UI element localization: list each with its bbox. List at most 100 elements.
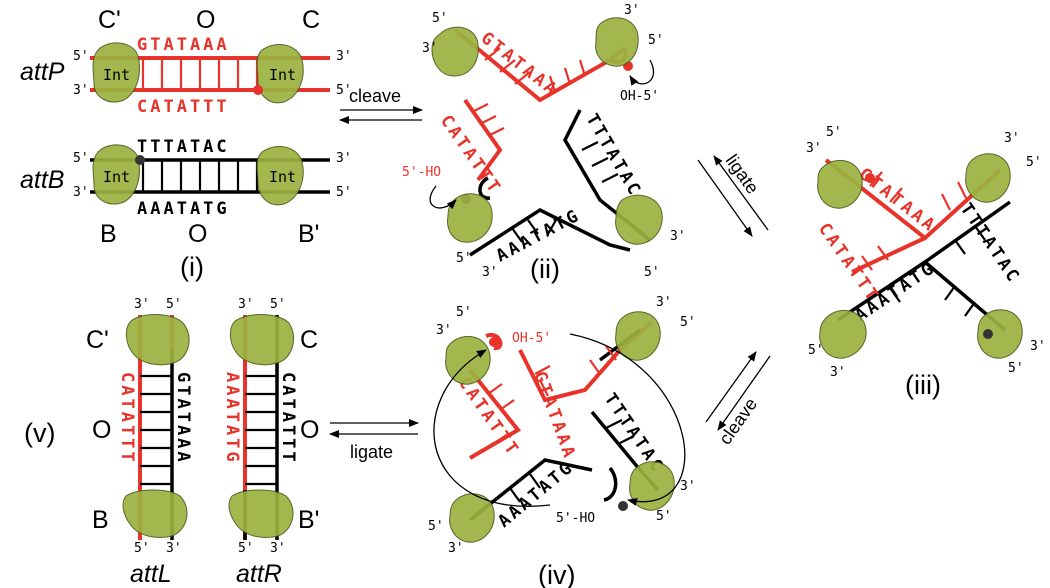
integrase-attp-left <box>92 42 140 103</box>
ii-end-1: 5' <box>432 11 448 26</box>
iv-end-4: 5' <box>680 315 696 330</box>
iv-end-5: 5' <box>428 519 444 534</box>
iii-end-5: 5' <box>808 343 824 358</box>
iv-end-7: 3' <box>680 479 696 494</box>
attr-end-top-right: 5' <box>270 297 286 312</box>
iii-black-seq-a: TTTATAC <box>956 200 1024 288</box>
step-label-cleave-right: cleave <box>715 394 761 448</box>
attl-right-sequence: GTATAAA <box>173 372 193 465</box>
step-ligate-bottom: ligate <box>329 419 419 462</box>
end-5-attb-bottom-right: 5' <box>336 185 352 200</box>
label-attr: attR <box>236 560 282 588</box>
ii-end-4: 5' <box>648 33 664 48</box>
ii-end-7: 5' <box>644 265 660 280</box>
attp-bottom-sequence: CATATTT <box>137 97 230 117</box>
panel-i: C' O C attP attB GTATAAA CATATTT 5' 3' 3… <box>20 6 352 282</box>
end-3-attp-bottom-left: 3' <box>73 83 89 98</box>
iii-end-2: 5' <box>826 125 842 140</box>
attl-end-bottom-left: 5' <box>134 541 150 556</box>
v-label-c-prime: C' <box>86 326 109 354</box>
label-c: C <box>302 6 320 34</box>
iii-end-8: 5' <box>1008 361 1024 376</box>
panel-v: (v) C' O B C O B' CATATTT GTATAAA 3' 5' … <box>24 297 319 588</box>
end-3-attb-top-right: 3' <box>336 151 352 166</box>
attp-duplex: GTATAAA CATATTT 5' 3' 3' 5' Int Int <box>73 35 352 117</box>
iii-end-6: 3' <box>830 365 846 380</box>
integrase-attp-right <box>256 44 304 104</box>
label-b: B <box>100 220 117 248</box>
end-5-attp-bottom-right: 5' <box>336 83 352 98</box>
integrase-label-attb-left: Int <box>103 168 130 186</box>
step-cleave-right: cleave <box>705 351 771 448</box>
panel-label-v: (v) <box>24 418 55 448</box>
attr-end-bottom-left: 5' <box>238 541 254 556</box>
phosphoserine-dot-attp <box>253 85 263 95</box>
step-label-cleave-top: cleave <box>349 86 401 106</box>
v-label-c: C <box>300 326 318 354</box>
ii-ho5: 5'-HO <box>402 165 441 180</box>
iii-end-3: 3' <box>1004 131 1020 146</box>
label-o-top: O <box>196 6 215 34</box>
v-label-o-left: O <box>92 416 111 444</box>
panel-ii: GTATAAA CATATTT TTTATAC AAATATG 5' 3' 3'… <box>402 3 686 284</box>
attl-duplex: CATATTT GTATAAA 3' 5' 5' 3' attL <box>117 297 193 588</box>
panel-iv: GTATAAA CATATTT TTTATAC AAATATG 3' 5' 3'… <box>428 295 696 588</box>
integrase-attb-left <box>92 144 140 205</box>
ii-end-5: 5' <box>456 251 472 266</box>
step-ligate-right: ligate <box>697 151 769 237</box>
ii-end-8: 3' <box>670 229 686 244</box>
panel-label-iii: (iii) <box>905 370 941 400</box>
attr-right-sequence: CATATTT <box>278 372 298 465</box>
ii-red-seq-a: GTATAAA <box>477 28 562 101</box>
iv-end-3: 3' <box>656 295 672 310</box>
ii-oh5: OH-5' <box>620 89 659 104</box>
attl-end-top-right: 5' <box>166 297 182 312</box>
label-attl: attL <box>130 560 172 588</box>
integrase-label-attb-right: Int <box>269 168 296 186</box>
panel-label-ii: (ii) <box>530 254 560 284</box>
integrase-label-attp-left: Int <box>103 66 130 84</box>
ii-end-3: 3' <box>624 3 640 18</box>
iv-red-seq-a: GTATAAA <box>529 369 579 463</box>
step-cleave-top: cleave <box>339 86 423 124</box>
v-label-o-right: O <box>300 416 319 444</box>
label-attb: attB <box>20 166 64 194</box>
attl-end-top-left: 3' <box>134 297 150 312</box>
label-b-prime: B' <box>298 220 319 248</box>
phosphoserine-dot-attb <box>135 155 145 165</box>
end-5-attp-top-left: 5' <box>73 49 89 64</box>
label-attp: attP <box>20 58 65 86</box>
iv-oh5: OH-5' <box>512 331 551 346</box>
end-5-attb-top-left: 5' <box>73 151 89 166</box>
ii-end-2: 3' <box>422 41 438 56</box>
v-label-b-prime: B' <box>298 506 319 534</box>
iii-end-7: 3' <box>1030 339 1046 354</box>
attr-left-sequence: AAATATG <box>222 372 242 465</box>
panel-label-i: (i) <box>180 252 204 282</box>
iv-end-8: 5' <box>656 509 672 524</box>
ii-end-6: 3' <box>482 265 498 280</box>
attb-bottom-sequence: AAATATG <box>137 199 230 219</box>
panel-iii: GTATAAA CATATTT TTTATAC AAATATG 3' 5' 3'… <box>806 125 1046 400</box>
iv-end-1: 3' <box>436 323 452 338</box>
label-c-prime: C' <box>98 6 121 34</box>
attp-top-sequence: GTATAAA <box>137 35 230 55</box>
iv-ho5: 5'-HO <box>556 511 595 526</box>
step-label-ligate-bottom: ligate <box>350 442 393 462</box>
v-label-b: B <box>92 506 109 534</box>
iii-end-1: 3' <box>806 141 822 156</box>
end-3-attp-top-right: 3' <box>336 49 352 64</box>
attr-end-top-left: 3' <box>238 297 254 312</box>
integrase-label-attp-right: Int <box>269 66 296 84</box>
end-3-attb-bottom-left: 3' <box>73 185 89 200</box>
label-o-bottom: O <box>188 220 207 248</box>
panel-label-iv: (iv) <box>538 560 575 588</box>
attr-duplex: AAATATG CATATTT 3' 5' 5' 3' attR <box>222 297 298 588</box>
attl-left-sequence: CATATTT <box>117 372 137 465</box>
iv-end-6: 3' <box>448 541 464 556</box>
integrase-attb-right <box>256 146 304 206</box>
attr-end-bottom-right: 3' <box>270 541 286 556</box>
attb-duplex: TTTATAC AAATATG 5' 3' 3' 5' Int Int <box>73 137 352 219</box>
attb-top-sequence: TTTATAC <box>137 137 230 157</box>
